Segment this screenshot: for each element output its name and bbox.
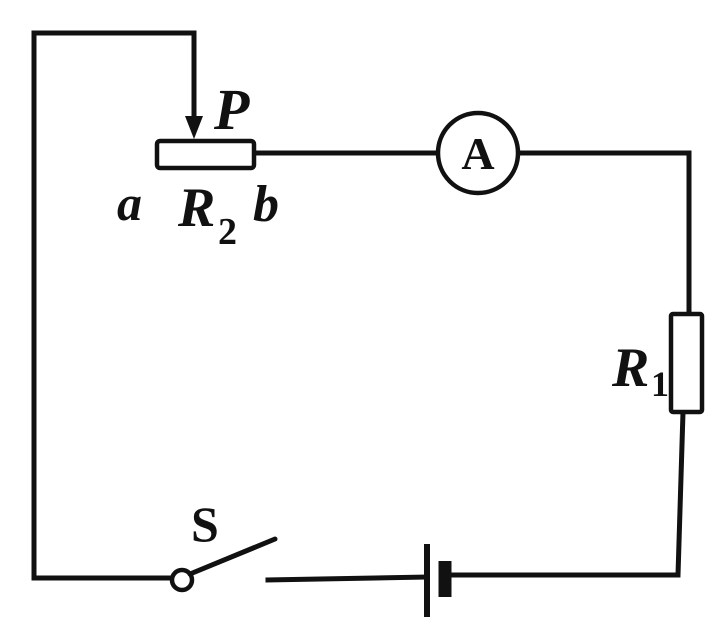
ammeter-label: A: [461, 128, 494, 179]
rheostat-subscript: 2: [218, 211, 237, 253]
battery-icon: [424, 544, 452, 617]
end-b-label: b: [253, 176, 279, 233]
resistor-label: R: [611, 337, 649, 399]
wire-left-top: [31, 30, 197, 581]
end-a-label: a: [117, 175, 142, 231]
rheostat-label: R: [177, 177, 215, 239]
switch-s: [169, 536, 278, 593]
wire-battery-switch: [265, 574, 430, 583]
slider-arrow-icon: [185, 116, 203, 139]
rheostat-r2: [154, 138, 257, 171]
wires: [31, 30, 692, 583]
wire-r1-battery: [443, 409, 686, 578]
slider-label: P: [213, 77, 250, 142]
resistor-r1: [668, 311, 705, 415]
wire-ammeter-r1: [515, 150, 692, 317]
ammeter: A: [435, 110, 521, 196]
resistor-subscript: 1: [651, 364, 669, 404]
switch-label: S: [191, 496, 219, 552]
